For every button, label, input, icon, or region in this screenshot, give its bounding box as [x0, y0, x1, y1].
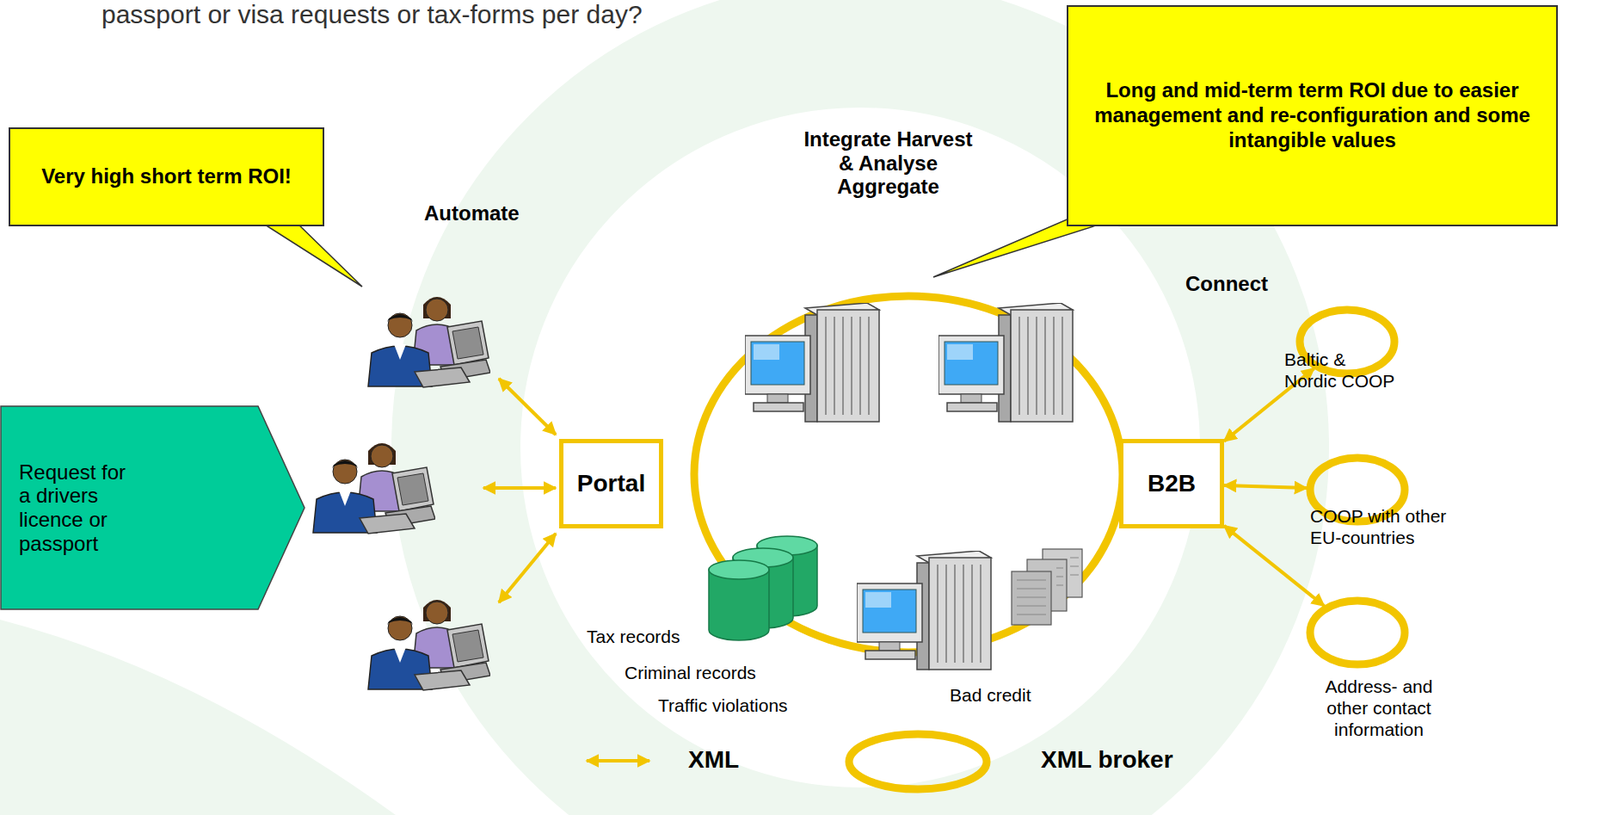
annotation-label: Tax records — [586, 626, 681, 647]
partner-label: Address- and other contact information — [1310, 675, 1448, 741]
clerk-icon — [368, 296, 491, 388]
annotation-label: Traffic violations — [658, 695, 788, 716]
annotation-label: Bad credit — [949, 684, 1032, 706]
gateway-box: B2B — [1119, 438, 1225, 529]
callout-box: Very high short term ROI! — [8, 127, 325, 227]
partner-ring: Baltic & Nordic COOP — [1295, 305, 1399, 378]
callout-tail — [258, 220, 363, 287]
legend-text: XML broker — [1040, 745, 1174, 774]
partner-ring: Address- and other contact information — [1305, 596, 1410, 669]
xml-arrow — [498, 533, 556, 603]
database-icon — [708, 560, 770, 640]
server-icon — [938, 302, 1073, 422]
ring-shape — [1305, 596, 1410, 669]
annotation-label: Criminal records — [624, 662, 757, 684]
gateway-box: Portal — [559, 438, 664, 529]
rack-icon — [1011, 548, 1083, 625]
clerk-icon — [313, 443, 436, 534]
partner-ring: COOP with other EU-countries — [1305, 453, 1410, 526]
legend-text: XML — [688, 745, 739, 774]
partner-label: COOP with other EU-countries — [1310, 504, 1483, 548]
xml-arrow — [498, 378, 556, 435]
xml-connector — [1224, 525, 1324, 606]
heading-fragment: passport or visa requests or tax-forms p… — [101, 0, 643, 31]
annotation-label: Integrate Harvest & Analyse Aggregate — [795, 127, 981, 199]
node-text: B2B — [1147, 469, 1196, 498]
annotation-label: Automate — [424, 201, 520, 226]
callout-box: Long and mid-term term ROI due to easier… — [1066, 5, 1558, 227]
partner-label: Baltic & Nordic COOP — [1284, 348, 1398, 392]
server-icon — [856, 550, 991, 670]
annotation-label: Connect — [1185, 271, 1268, 296]
node-text: Portal — [577, 469, 646, 498]
legend-arrow-sample — [586, 758, 650, 763]
node-text: Very high short term ROI! — [41, 164, 292, 190]
clerk-icon — [368, 599, 491, 690]
request-arrow: Request for a drivers licence or passpor… — [0, 405, 307, 610]
xml-arrow — [483, 486, 556, 490]
node-text: Long and mid-term term ROI due to easier… — [1082, 78, 1543, 153]
watermark — [0, 619, 396, 815]
legend-ring-sample — [849, 733, 987, 789]
node-text: Request for a drivers licence or passpor… — [18, 460, 140, 555]
xml-connector — [1224, 485, 1307, 488]
server-icon — [744, 302, 880, 422]
